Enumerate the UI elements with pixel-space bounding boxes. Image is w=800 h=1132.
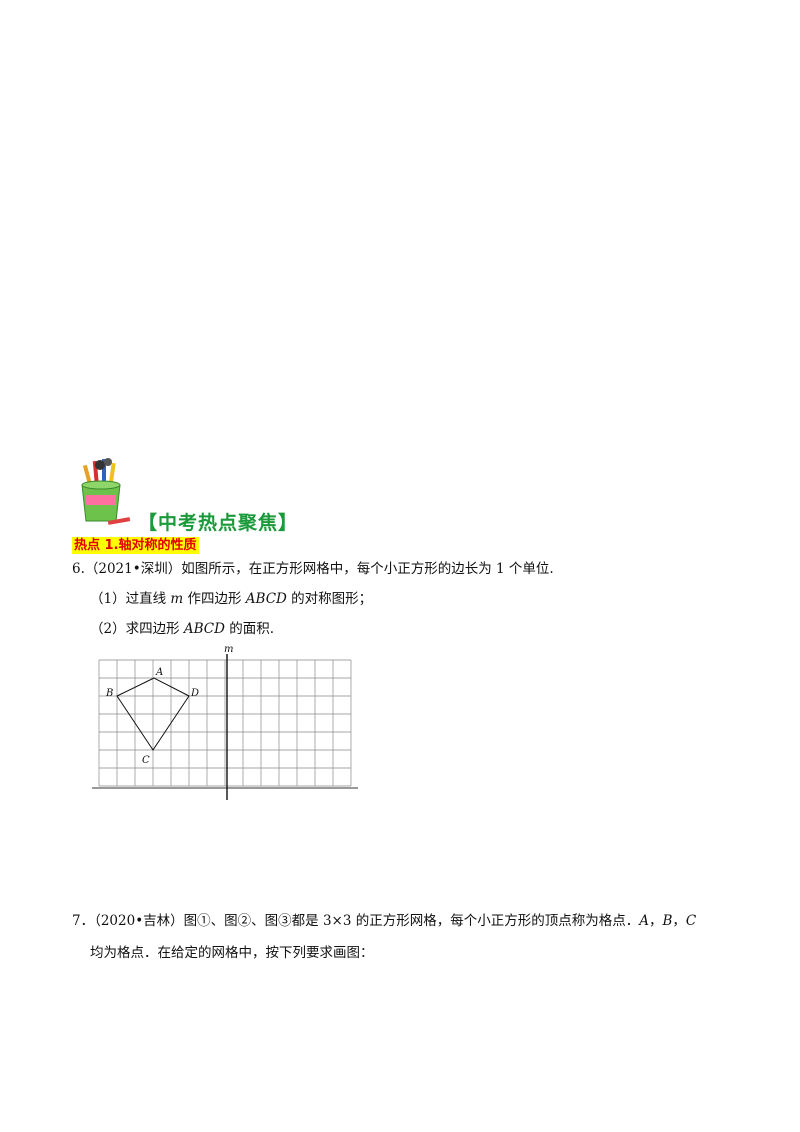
- q7-point-a: A: [639, 913, 649, 929]
- q6-part1-shape: ABCD: [245, 591, 287, 607]
- q6-part2-shape: ABCD: [183, 621, 225, 637]
- question-6-part-2: （2）求四边形 ABCD 的面积.: [90, 620, 274, 638]
- q6-part1-var: m: [170, 591, 184, 607]
- label-m: m: [224, 644, 233, 655]
- label-c: C: [142, 755, 150, 766]
- q7-point-c: C: [685, 913, 697, 929]
- question-7-line-2: 均为格点．在给定的网格中，按下列要求画图：: [90, 945, 374, 961]
- label-a: A: [155, 667, 163, 678]
- q7-point-b: B: [662, 913, 673, 929]
- q6-part1-text-b: 作四边形: [183, 591, 246, 607]
- q6-part1-text-c: 的对称图形；: [286, 591, 373, 607]
- hotspot-heading: 热点 1.轴对称的性质: [72, 537, 199, 554]
- grid-figure: m A B C D: [92, 644, 358, 800]
- section-banner-title: 【中考热点聚焦】: [138, 512, 299, 534]
- label-b: B: [105, 688, 113, 699]
- q7-line1-text: 7．（2020•吉林）图①、图②、图③都是 3×3 的正方形网格，每个小正方形的…: [72, 913, 640, 929]
- quadrilateral-abcd: [116, 677, 190, 751]
- q7-sep-1: ，: [648, 913, 663, 929]
- grid-lines: [98, 659, 352, 787]
- q6-part2-text-b: 的面积.: [224, 621, 275, 637]
- question-6-part-1: （1）过直线 m 作四边形 ABCD 的对称图形；: [90, 590, 372, 608]
- label-d: D: [190, 688, 199, 699]
- pencil-cup-icon: [81, 458, 131, 525]
- question-7-line-1: 7．（2020•吉林）图①、图②、图③都是 3×3 的正方形网格，每个小正方形的…: [72, 912, 696, 930]
- q7-sep-2: ，: [672, 913, 686, 929]
- question-6-intro: 6.（2021•深圳）如图所示，在正方形网格中，每个小正方形的边长为 1 个单位…: [72, 561, 554, 577]
- q6-part1-text-a: （1）过直线: [90, 591, 171, 607]
- q6-part2-text-a: （2）求四边形: [90, 621, 184, 637]
